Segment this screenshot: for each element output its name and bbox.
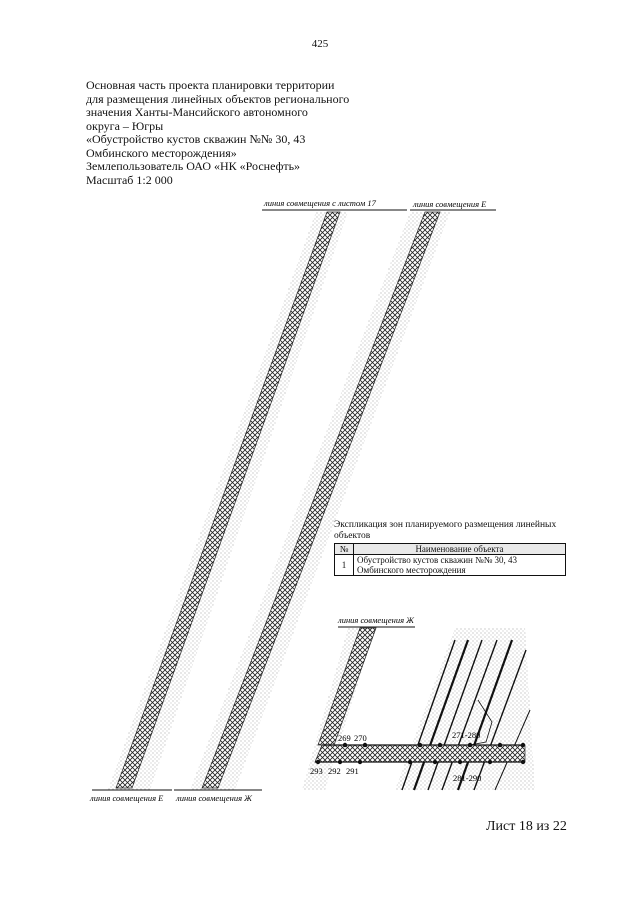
header-line: округа – Югры: [86, 118, 164, 133]
survey-point: [362, 742, 368, 748]
corridor-e: [115, 211, 341, 789]
corridor-zh: [201, 211, 441, 789]
road-line-1: [401, 639, 456, 791]
legend-title: Экспликация зон планируемого размещения …: [334, 520, 557, 541]
road-line-4: [441, 639, 498, 791]
legend-header-row: № Наименование объекта: [334, 543, 566, 555]
survey-point: [337, 759, 343, 765]
survey-point: [457, 759, 463, 765]
survey-point: [487, 759, 493, 765]
road-line-2: [412, 639, 470, 791]
legend-table: № Наименование объекта 1 Обустройство ку…: [334, 543, 566, 576]
legend-header-name: Наименование объекта: [353, 543, 566, 555]
header-line: для размещения линейных объектов региона…: [86, 91, 350, 106]
legend-header-num: №: [334, 543, 354, 555]
survey-point: [315, 759, 321, 765]
header-line: значения Ханты-Мансийского автономного: [86, 105, 308, 119]
point-label-292: 292: [328, 766, 341, 776]
inset-area: линия совмещения Ж 269 270 271-280: [302, 615, 535, 791]
point-label-271-280: 271-280: [452, 730, 480, 740]
survey-point: [417, 742, 423, 748]
header-line: «Обустройство кустов скважин №№ 30, 43: [86, 132, 306, 146]
point-label-281-290: 281-290: [453, 773, 481, 783]
survey-point: [520, 742, 526, 748]
survey-point: [520, 759, 526, 765]
survey-point: [357, 759, 363, 765]
survey-point: [407, 759, 413, 765]
point-label-291: 291: [346, 766, 359, 776]
legend-row-name: Обустройство кустов скважин №№ 30, 43 Ом…: [353, 554, 566, 576]
match-label-sheet17: линия совмещения с листом 17: [263, 198, 377, 208]
header-line: Основная часть проекта планировки террит…: [86, 78, 335, 92]
sheet-label: Лист 18 из 22: [486, 819, 567, 834]
table-row: 1 Обустройство кустов скважин №№ 30, 43 …: [334, 554, 566, 576]
horizontal-corridor: [314, 744, 526, 763]
road-line-3: [427, 639, 483, 791]
legend-row-num: 1: [334, 554, 354, 576]
inset-stipple-2: [395, 628, 535, 790]
site-boundary: [469, 699, 493, 746]
scale-label: Масштаб 1:2 000: [86, 172, 173, 187]
header-line: Омбинского месторождения»: [86, 145, 237, 160]
road-line-6: [473, 649, 527, 791]
header-block: Основная часть проекта планировки террит…: [86, 78, 416, 187]
survey-point: [497, 742, 503, 748]
survey-point: [467, 742, 473, 748]
page-number: 425: [311, 38, 329, 50]
match-label-zh-bottom: линия совмещения Ж: [175, 793, 253, 803]
road-line-5: [456, 639, 514, 791]
point-label-293: 293: [310, 766, 323, 776]
point-label-270: 270: [354, 733, 367, 743]
match-label-zh-mid: линия совмещения Ж: [337, 615, 415, 625]
match-label-e-bottom: линия совмещения Е: [89, 793, 164, 803]
point-label-269: 269: [338, 733, 351, 743]
survey-point: [432, 759, 438, 765]
survey-point: [342, 742, 348, 748]
match-label-e-top: линия совмещения Е: [412, 199, 487, 209]
survey-point: [437, 742, 443, 748]
header-line: Землепользователь ОАО «НК «Роснефть»: [86, 159, 301, 173]
legend-explication: Экспликация зон планируемого размещения …: [334, 520, 574, 576]
